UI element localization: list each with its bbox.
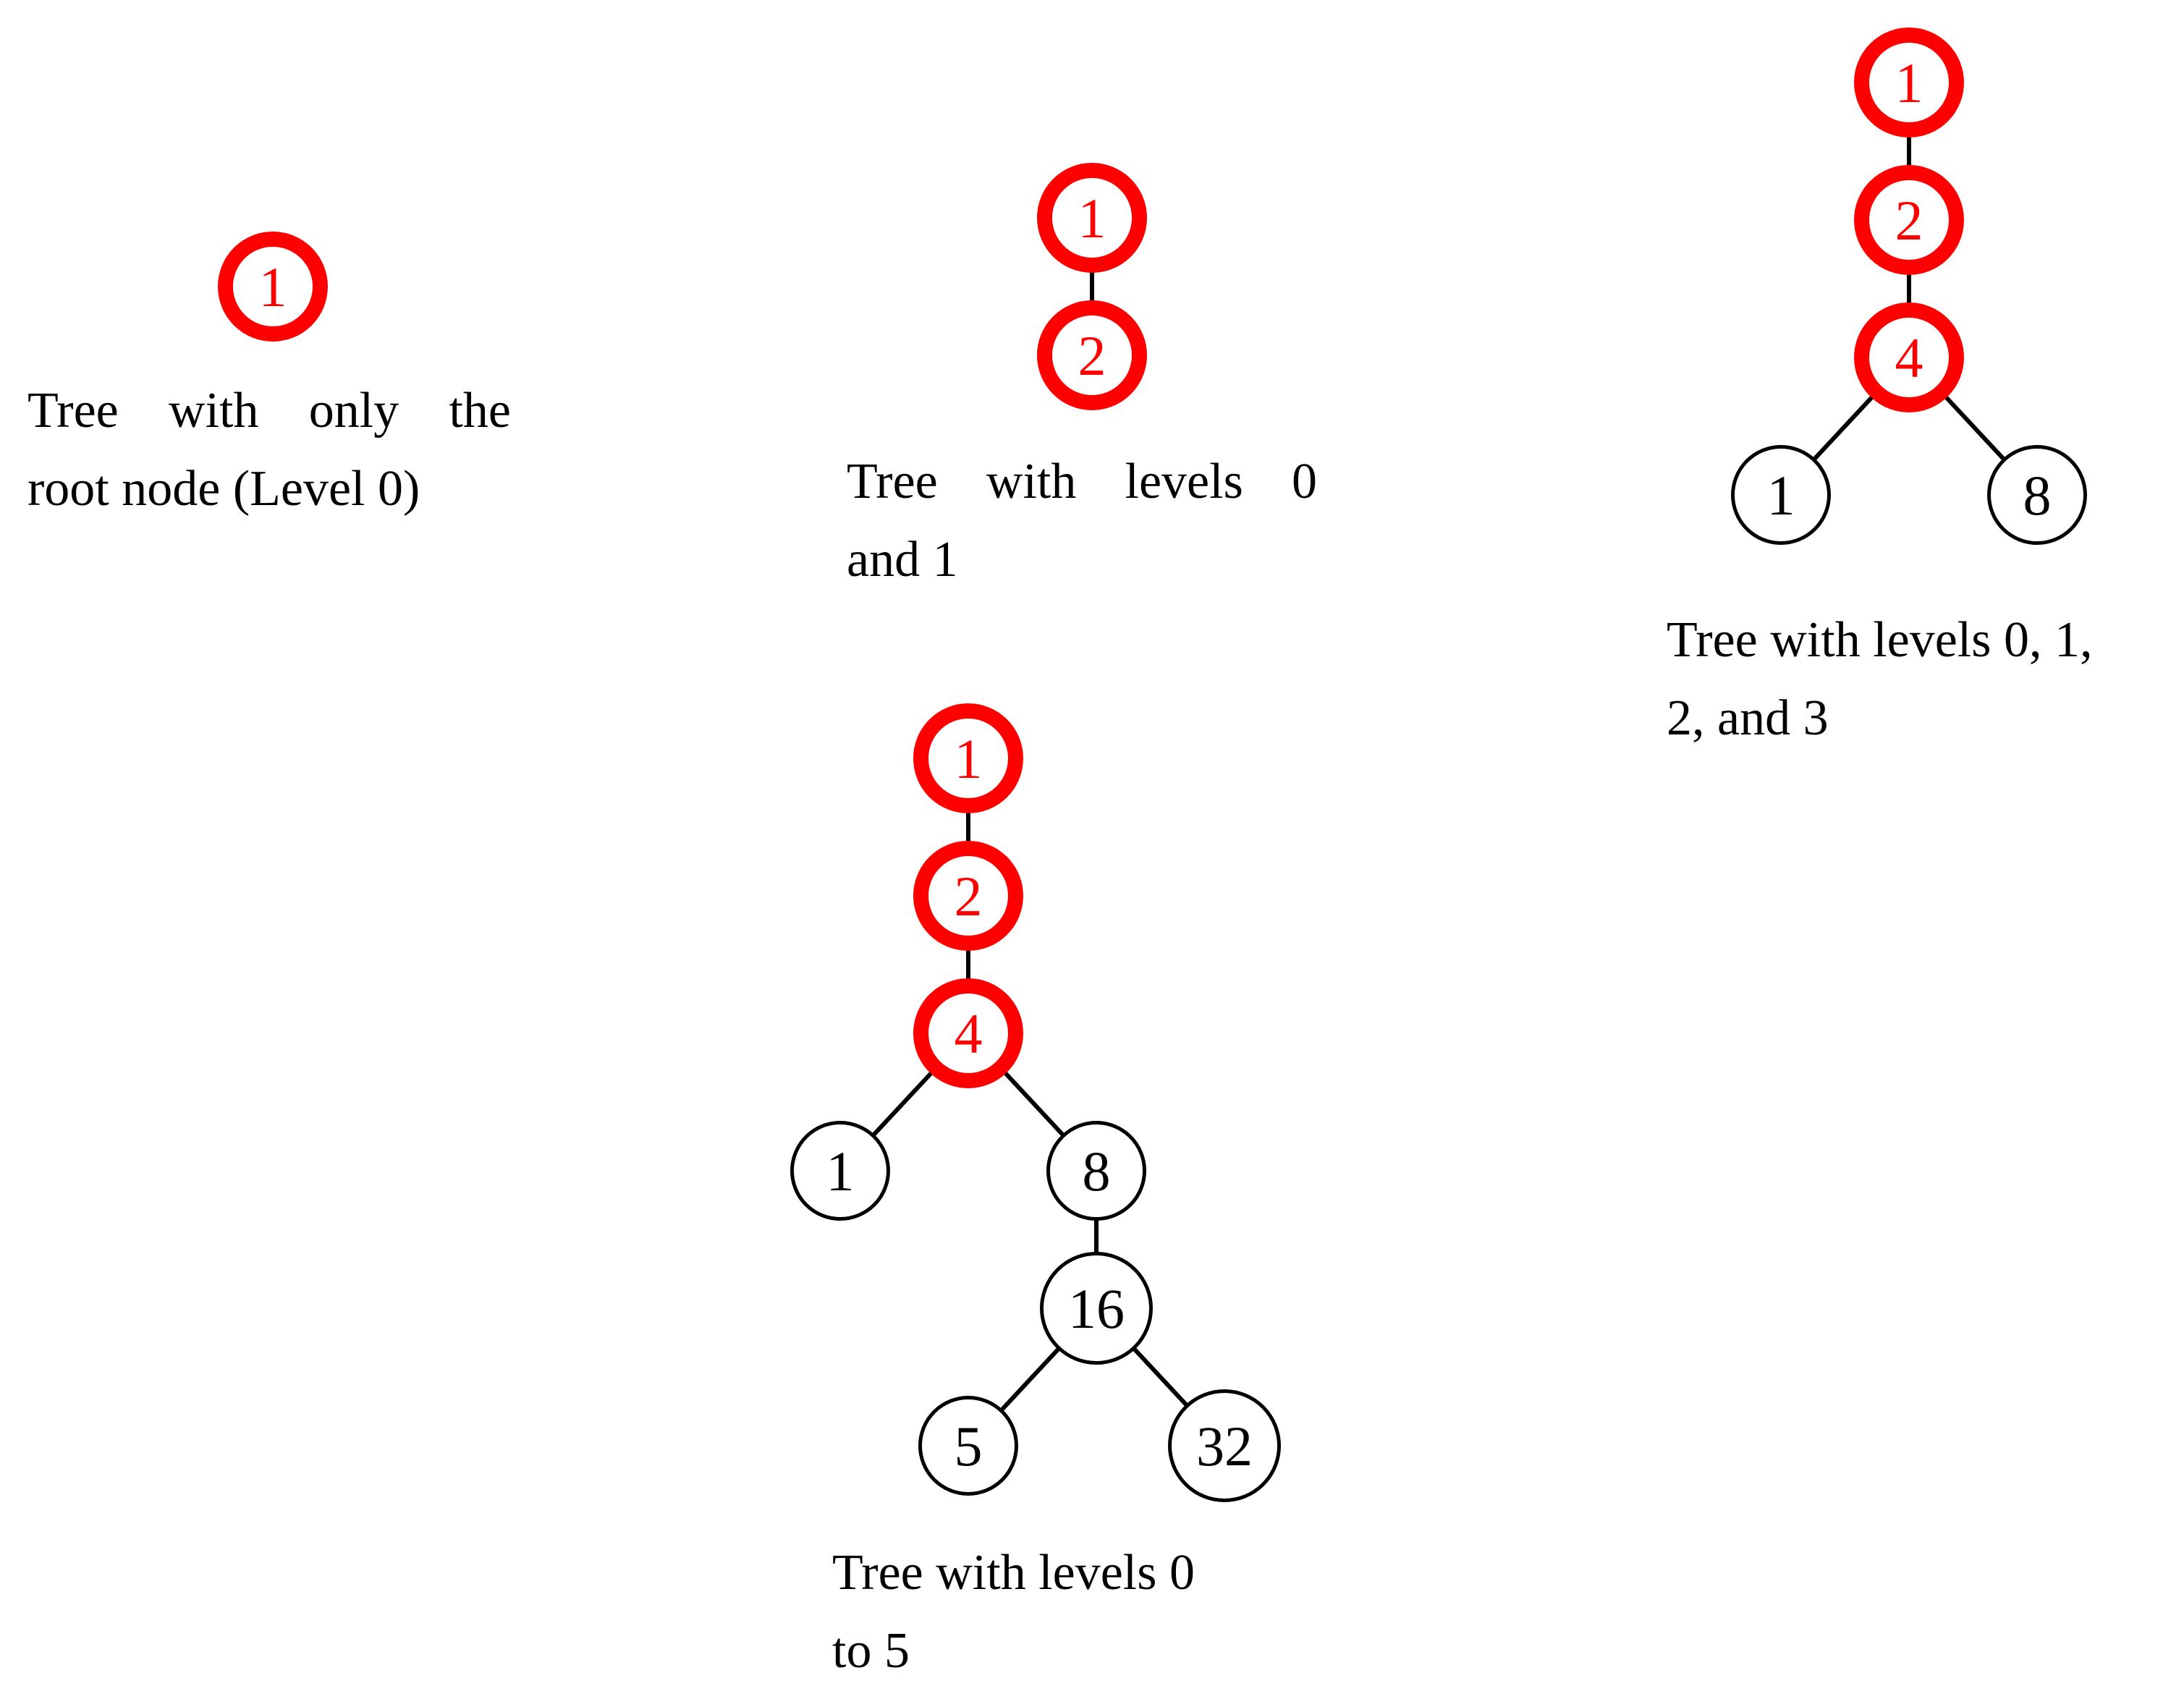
- node-circle-1: [913, 703, 1023, 813]
- node-circle-2: [913, 841, 1023, 951]
- node-circle-1: [1854, 27, 1964, 137]
- caption-line-2: root node (Level 0): [27, 461, 420, 517]
- caption-line-1: Tree with levels 0: [832, 1545, 1195, 1601]
- node-label-2: 2: [1078, 324, 1106, 387]
- node-label-1: 1: [1767, 464, 1795, 527]
- node-circle-1: [790, 1121, 890, 1221]
- node-circle-1: [1731, 445, 1831, 545]
- node-label-4: 4: [1895, 326, 1923, 389]
- node-circle-2: [1037, 300, 1147, 410]
- node-label-2: 2: [955, 865, 983, 928]
- tree-levels-0-1: 12: [1037, 163, 1147, 410]
- caption-tree-levels-0-1-2-3: Tree with levels 0, 1, 2, and 3: [1667, 601, 2173, 758]
- node-circle-1: [1037, 163, 1147, 273]
- node-circle-4: [913, 978, 1023, 1088]
- node-label-1: 1: [1895, 51, 1923, 114]
- caption-tree-levels-0-1: Tree with levels 0 and 1: [847, 443, 1317, 599]
- caption-tree-levels-0-to-5: Tree with levels 0 to 5: [832, 1534, 1339, 1690]
- caption-line-2: 2, and 3: [1667, 690, 1829, 746]
- node-circle-8: [1987, 445, 2087, 545]
- node-label-8: 8: [2023, 464, 2052, 527]
- node-label-8: 8: [1083, 1140, 1111, 1203]
- node-label-5: 5: [955, 1415, 983, 1478]
- node-circle-16: [1040, 1252, 1153, 1365]
- node-circle-8: [1046, 1121, 1146, 1221]
- node-label-1: 1: [826, 1140, 855, 1203]
- tree-level-0: 1: [218, 232, 328, 342]
- caption-line-1: Tree with levels 0: [847, 454, 1317, 509]
- node-label-1: 1: [1078, 187, 1106, 250]
- node-circle-32: [1168, 1389, 1281, 1502]
- node-circle-1: [218, 232, 328, 342]
- node-label-1: 1: [259, 255, 287, 318]
- caption-line-1: Tree with only the: [27, 383, 511, 438]
- caption-tree-level-0: Tree with only the root node (Level 0): [27, 372, 511, 528]
- node-circle-2: [1854, 165, 1964, 275]
- node-label-2: 2: [1895, 189, 1923, 252]
- node-circle-4: [1854, 302, 1964, 412]
- caption-line-1: Tree with levels 0, 1,: [1667, 612, 2093, 668]
- node-label-16: 16: [1068, 1277, 1125, 1340]
- node-label-1: 1: [955, 727, 983, 790]
- tree-levels-0-to-5: 1 2 4 1 8 16 5 32: [790, 703, 1281, 1502]
- node-label-4: 4: [955, 1002, 983, 1065]
- caption-line-2: to 5: [832, 1623, 910, 1679]
- node-circle-5: [918, 1396, 1018, 1496]
- node-label-32: 32: [1196, 1415, 1253, 1478]
- tree-levels-0-1-2-3: 1 2 4 1 8: [1731, 27, 2087, 545]
- caption-line-2: and 1: [847, 532, 958, 588]
